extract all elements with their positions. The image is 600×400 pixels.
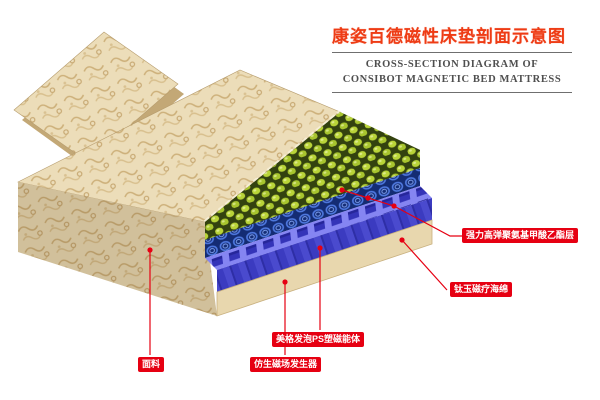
- foam-layer: [205, 112, 420, 240]
- fabric-front: [18, 182, 217, 316]
- flap-top: [13, 31, 179, 163]
- page-title-chinese: 康姿百德磁性床垫剖面示意图: [332, 27, 566, 46]
- callout-dot: [339, 187, 345, 193]
- callout-dot: [365, 195, 371, 201]
- label-foam-ps: 美格发泡PS塑磁能体: [272, 332, 365, 347]
- honeycomb-top: [205, 186, 432, 270]
- honeycomb-front: [217, 198, 432, 292]
- title-divider-top: [332, 52, 572, 53]
- callout-dot: [147, 247, 153, 253]
- callout-lines: [147, 187, 462, 355]
- callout-dot: [282, 279, 288, 285]
- callout-line-magnet-sponge: [401, 239, 448, 291]
- base-layer: [216, 219, 433, 317]
- label-polyurethane-layer: 强力高弹聚氨基甲酸乙酯层: [462, 228, 579, 243]
- page-title-english-line2: CONSIBOT MAGNETIC BED MATTRESS: [342, 74, 562, 86]
- callout-dot: [317, 245, 323, 251]
- label-fabric: 面料: [138, 357, 165, 372]
- spring-layer: [205, 168, 420, 258]
- label-magnet-sponge: 钛玉磁疗海绵: [450, 282, 513, 297]
- callout-dot: [391, 203, 397, 209]
- fabric-front-shade: [18, 182, 217, 316]
- label-generator: 仿生磁场发生器: [250, 357, 322, 372]
- title-divider-bottom: [332, 92, 572, 94]
- page-title-english-line1: CROSS-SECTION DIAGRAM OF: [365, 59, 539, 70]
- callout-dot: [399, 237, 405, 243]
- title-block: 康姿百德磁性床垫剖面示意图 CROSS-SECTION DIAGRAM OF C…: [332, 22, 572, 97]
